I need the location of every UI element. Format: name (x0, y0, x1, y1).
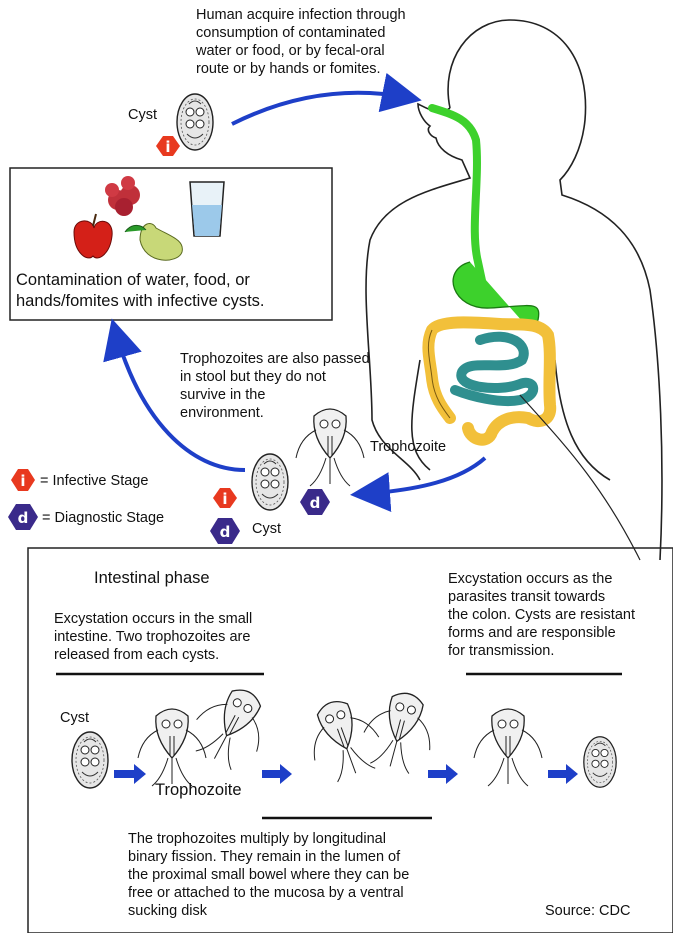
phase-trophozoite-2 (183, 676, 279, 776)
svg-text:d: d (310, 494, 321, 512)
phase-trophozoite-label: Trophozoite (155, 780, 242, 801)
stool-cyst-label: Cyst (252, 520, 281, 538)
phase-trophozoite-3 (474, 709, 542, 786)
svg-text:i: i (165, 138, 170, 156)
arrow-to-mouth (232, 93, 410, 124)
svg-text:i: i (222, 490, 227, 508)
human-figure (366, 20, 662, 560)
contamination-text: Contamination of water, food, or hands/f… (16, 270, 265, 312)
trophozoites-passed-text: Trophozoites are also passed in stool bu… (180, 350, 370, 422)
top-cyst-label: Cyst (128, 106, 157, 124)
dividing-trophozoite-2 (357, 685, 443, 777)
top-cyst (177, 94, 213, 150)
legend-infective-icon: i (11, 469, 35, 491)
svg-text:d: d (18, 509, 29, 527)
digestive-tract (428, 108, 640, 560)
legend-infective-label: = Infective Stage (40, 472, 148, 490)
legend-diagnostic-icon: d (8, 504, 38, 530)
trophozoite-label: Trophozoite (370, 438, 446, 456)
intestinal-phase-heading: Intestinal phase (94, 568, 210, 589)
diagnostic-badge-troph: d (300, 489, 330, 515)
source-label: Source: CDC (545, 902, 630, 920)
diagnostic-badge-stool: d (210, 518, 240, 544)
svg-text:d: d (220, 523, 231, 541)
excystation-text: Excystation occurs in the small intestin… (54, 610, 252, 664)
phase-cyst-1 (72, 732, 108, 788)
infection-text: Human acquire infection through consumpt… (196, 6, 406, 78)
stool-cyst (252, 454, 288, 510)
phase-cyst-label: Cyst (60, 709, 89, 727)
multiply-text: The trophozoites multiply by longitudina… (128, 830, 409, 920)
infective-badge-top: i (156, 136, 180, 156)
infective-badge-stool: i (213, 488, 237, 508)
phase-trophozoite-1 (138, 709, 206, 786)
legend-diagnostic-label: = Diagnostic Stage (42, 509, 164, 527)
svg-text:i: i (20, 472, 25, 490)
dividing-trophozoite-1 (298, 691, 388, 787)
encystation-text: Excystation occurs as the parasites tran… (448, 570, 635, 660)
food-water-illustration (74, 176, 224, 260)
phase-cyst-2 (584, 737, 616, 787)
